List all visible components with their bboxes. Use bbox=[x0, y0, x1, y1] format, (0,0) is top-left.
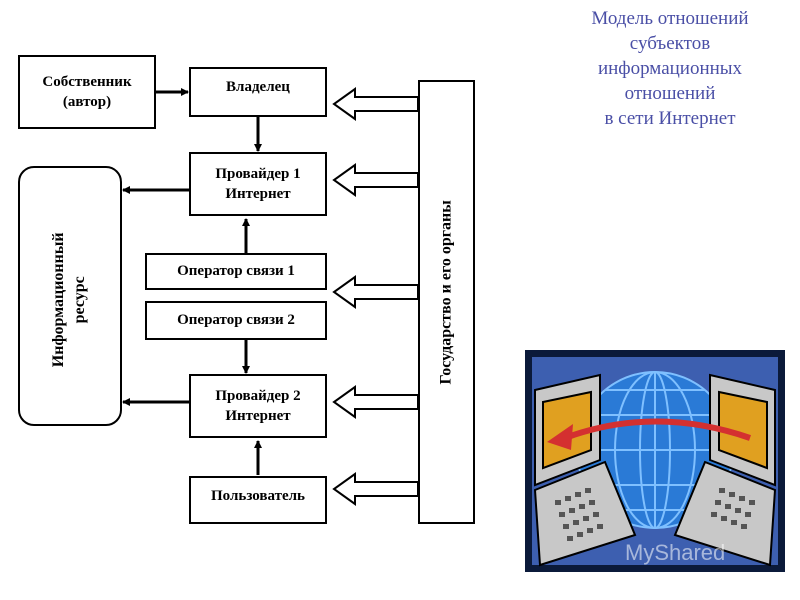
red-arrowhead bbox=[547, 424, 573, 450]
node-provider1: Провайдер 1 Интернет bbox=[189, 152, 327, 216]
node-provider2: Провайдер 2 Интернет bbox=[189, 374, 327, 438]
watermark: MyShared bbox=[625, 540, 725, 565]
hollow-arrow-owner bbox=[332, 87, 419, 121]
state-label: Государство и его органы bbox=[437, 200, 455, 385]
hollow-arrow-provider1 bbox=[332, 163, 419, 197]
node-operator1: Оператор связи 1 bbox=[145, 253, 327, 290]
red-arc-arrow bbox=[563, 418, 751, 441]
node-owner: Владелец bbox=[189, 67, 327, 117]
state-arrows bbox=[332, 87, 419, 506]
hollow-arrow-operator1 bbox=[332, 275, 419, 309]
globe-computers-icon: MyShared bbox=[525, 350, 785, 572]
node-operator2: Оператор связи 2 bbox=[145, 301, 327, 340]
node-state: Государство и его органы bbox=[418, 80, 475, 524]
right-computer bbox=[673, 373, 777, 567]
hollow-arrow-provider2 bbox=[332, 385, 419, 419]
diagram-title: Модель отношений субъектов информационны… bbox=[591, 8, 749, 130]
hollow-arrow-user bbox=[332, 472, 419, 506]
info-resource-label: Информационный ресурс bbox=[50, 232, 88, 368]
node-user: Пользователь bbox=[189, 476, 327, 524]
node-owner-author: Собственник (автор) bbox=[18, 55, 156, 129]
node-info-resource: Информационный ресурс bbox=[18, 166, 122, 426]
